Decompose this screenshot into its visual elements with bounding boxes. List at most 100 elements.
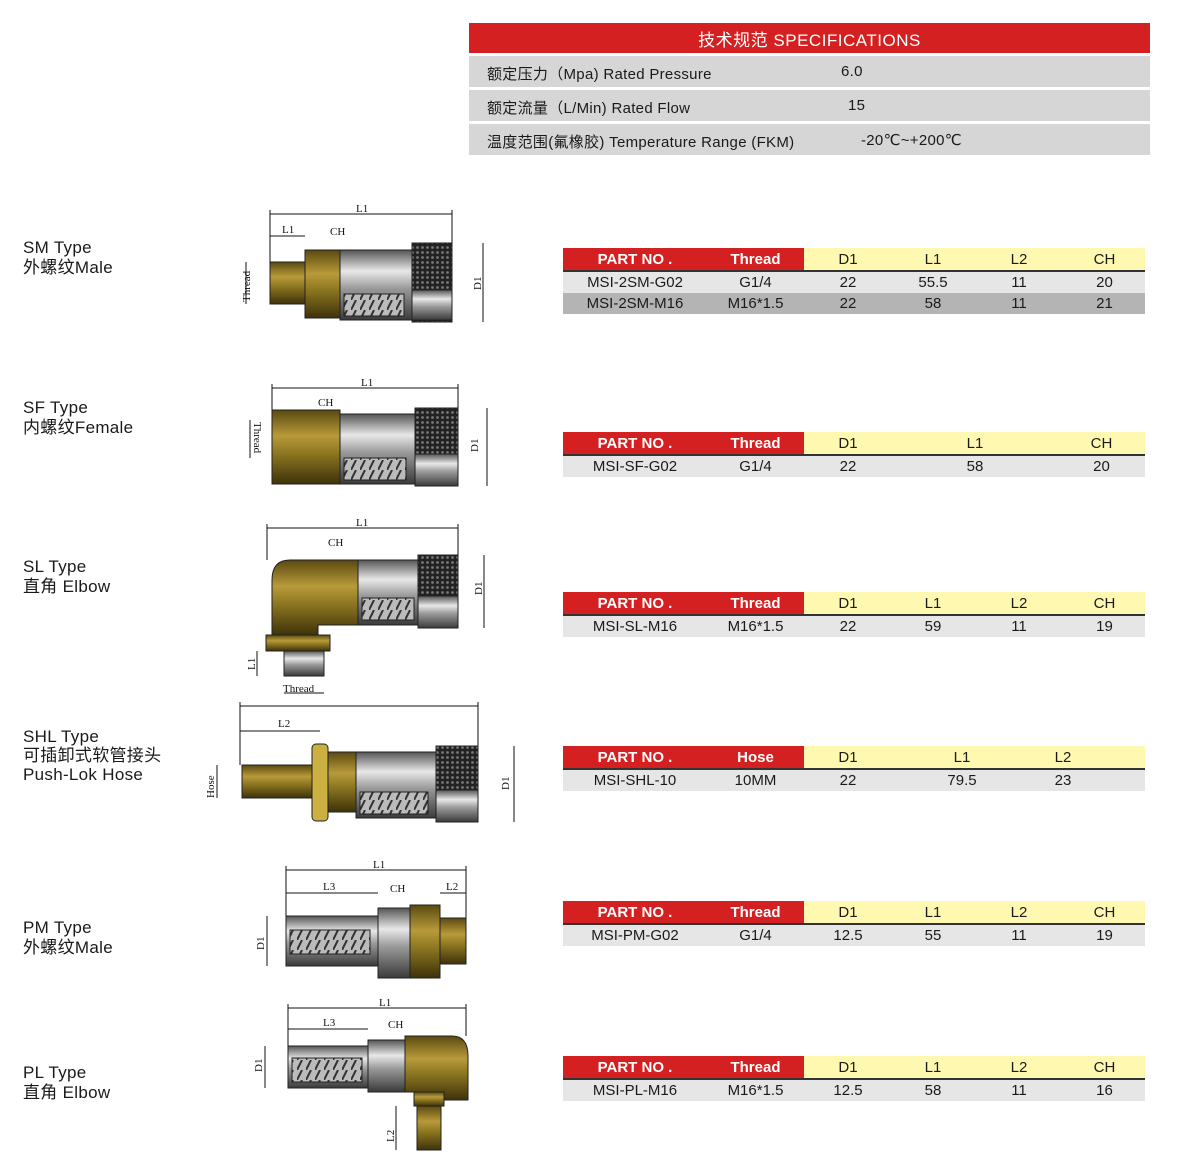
cell-l1: 79.5 (947, 772, 977, 789)
header-l2: L2 (1010, 903, 1028, 921)
header-l2: L2 (1054, 748, 1072, 766)
cell-part-no: MSI-SF-G02 (592, 458, 678, 475)
dim-l2: L2 (278, 718, 290, 730)
dim-thread: Thread (251, 422, 263, 454)
part-table-sm: PART NO . Thread D1 L1 L2 CH MSI-2SM-G02… (563, 248, 1145, 314)
dim-thread: Thread (241, 270, 253, 302)
cell-part-no: MSI-SL-M16 (592, 618, 678, 635)
dim-hose: Hose (205, 775, 217, 798)
dim-d1: D1 (473, 582, 485, 595)
cell-ch: 21 (1096, 295, 1113, 312)
dim-l3: L3 (323, 1017, 336, 1029)
header-l2: L2 (1010, 1058, 1028, 1076)
cell-hose: 10MM (734, 772, 777, 789)
cell-d1: 12.5 (833, 927, 863, 944)
cell-d1: 12.5 (833, 1082, 863, 1099)
pl-elbow-plug-drawing (264, 1004, 469, 1151)
cell-thread: M16*1.5 (727, 1082, 784, 1099)
type-desc: 可插卸式软管接头 (23, 746, 162, 765)
part-table-sl: PART NO . Thread D1 L1 L2 CH MSI-SL-M16 … (563, 592, 1145, 637)
cell-d1: 22 (839, 458, 857, 475)
header-thread: Thread (707, 432, 804, 454)
cell-thread: M16*1.5 (727, 295, 784, 312)
shl-hose-drawing (216, 702, 515, 823)
header-d1: D1 (838, 594, 858, 612)
header-hose: Hose (707, 746, 804, 768)
table-header: PART NO . Thread D1 L1 CH (563, 432, 1145, 456)
header-part-no: PART NO . (563, 746, 707, 768)
spec-row-flow: 额定流量（L/Min) Rated Flow 15 (469, 90, 1150, 121)
cell-d1: 22 (839, 618, 857, 635)
cell-l1: 58 (966, 458, 984, 475)
table-row: MSI-PL-M16 M16*1.5 12.5 58 11 16 (563, 1080, 1145, 1101)
type-label-sf: SF Type 内螺纹Female (23, 398, 133, 438)
dim-d1: D1 (469, 439, 481, 452)
header-d1: D1 (838, 434, 858, 452)
dim-l1: L1 (356, 517, 368, 529)
cell-l2: 11 (1011, 618, 1027, 635)
cell-part-no: MSI-2SM-M16 (586, 295, 684, 312)
header-thread: Thread (707, 248, 804, 270)
dim-ch: CH (388, 1019, 403, 1031)
table-row: MSI-PM-G02 G1/4 12.5 55 11 19 (563, 925, 1145, 946)
header-l1: L1 (924, 250, 942, 268)
spec-value: 6.0 (841, 63, 863, 80)
header-part-no: PART NO . (563, 1056, 707, 1078)
header-d1: D1 (838, 1058, 858, 1076)
cell-l1: 55.5 (918, 274, 948, 291)
type-name: SHL Type (23, 727, 100, 746)
header-l1: L1 (953, 748, 971, 766)
type-name: SL Type (23, 557, 87, 576)
header-ch: CH (1093, 1058, 1116, 1076)
cell-l2: 11 (1011, 1082, 1027, 1099)
dim-ch: CH (328, 537, 343, 549)
table-row: MSI-SL-M16 M16*1.5 22 59 11 19 (563, 616, 1145, 637)
cell-l1: 58 (924, 295, 942, 312)
cell-l2: 11 (1011, 927, 1027, 944)
type-desc: 直角 Elbow (23, 577, 111, 596)
cell-ch: 20 (1093, 458, 1110, 475)
type-desc: 直角 Elbow (23, 1083, 111, 1102)
header-l1: L1 (966, 434, 984, 452)
specifications-table: 技术规范 SPECIFICATIONS 额定压力（Mpa) Rated Pres… (469, 23, 1150, 155)
type-name: SM Type (23, 238, 92, 257)
cell-l1: 59 (924, 618, 942, 635)
header-d1: D1 (838, 250, 858, 268)
dim-l1: L1 (246, 658, 258, 670)
dim-l2: L2 (446, 881, 458, 893)
dim-l3: L3 (323, 881, 336, 893)
cell-ch: 19 (1096, 927, 1113, 944)
header-part-no: PART NO . (563, 432, 707, 454)
header-l1: L1 (924, 594, 942, 612)
cell-l2: 11 (1011, 274, 1027, 291)
type-label-shl: SHL Type 可插卸式软管接头 Push-Lok Hose (23, 727, 161, 784)
cell-part-no: MSI-PM-G02 (591, 927, 679, 944)
cell-thread: G1/4 (739, 927, 772, 944)
header-l1: L1 (924, 1058, 942, 1076)
header-part-no: PART NO . (563, 592, 707, 614)
type-name: PL Type (23, 1063, 87, 1082)
header-thread: Thread (707, 592, 804, 614)
table-header: PART NO . Thread D1 L1 L2 CH (563, 248, 1145, 272)
header-ch: CH (1093, 903, 1116, 921)
dim-ch: CH (330, 226, 345, 238)
type-label-sm: SM Type 外螺纹Male (23, 238, 113, 278)
cell-d1: 22 (839, 772, 857, 789)
dim-d1: D1 (472, 277, 484, 290)
part-table-pl: PART NO . Thread D1 L1 L2 CH MSI-PL-M16 … (563, 1056, 1145, 1101)
cell-part-no: MSI-PL-M16 (592, 1082, 678, 1099)
dim-ch: CH (390, 883, 405, 895)
cell-ch: 16 (1096, 1082, 1113, 1099)
dim-l2: L2 (385, 1130, 397, 1142)
cell-l2: 11 (1011, 295, 1027, 312)
spec-label: 额定流量（L/Min) Rated Flow (487, 100, 691, 117)
type-name: SF Type (23, 398, 89, 417)
dim-l1: L1 (379, 997, 391, 1009)
type-desc: 外螺纹Male (23, 258, 113, 277)
table-header: PART NO . Thread D1 L1 L2 CH (563, 901, 1145, 925)
type-label-sl: SL Type 直角 Elbow (23, 557, 110, 597)
table-header: PART NO . Thread D1 L1 L2 CH (563, 592, 1145, 616)
spec-row-temperature: 温度范围(氟橡胶) Temperature Range (FKM) -20℃~+… (469, 124, 1150, 155)
spec-row-pressure: 额定压力（Mpa) Rated Pressure 6.0 (469, 56, 1150, 87)
header-ch: CH (1090, 434, 1113, 452)
